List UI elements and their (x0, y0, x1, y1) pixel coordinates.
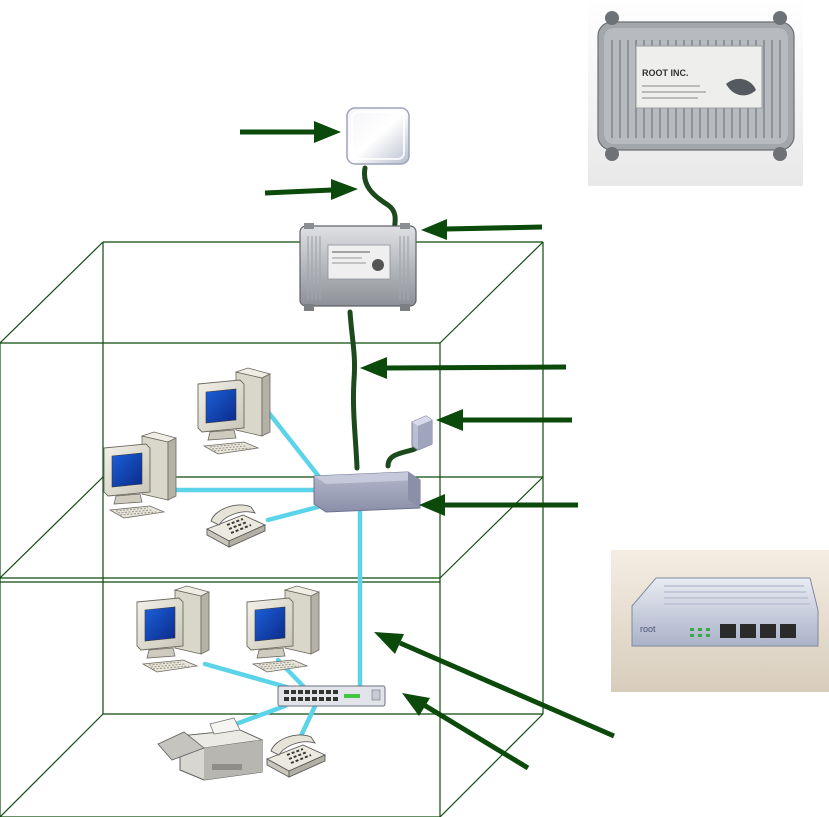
arrow-outdoor-unit (421, 219, 542, 240)
arrow-adapter (436, 409, 572, 431)
arrow-indoor-box (419, 494, 578, 516)
fax-icon (158, 718, 262, 780)
photo-bottom-brand: root (640, 624, 656, 634)
outdoor-unit-icon (300, 223, 416, 311)
phone-icon (267, 735, 325, 777)
phone-icon (207, 505, 265, 547)
arrow-rack-switch (402, 693, 528, 768)
arrow-ethernet (374, 632, 614, 736)
building-wireframe (0, 242, 543, 817)
photo-outdoor-unit: ROOT INC. (588, 0, 803, 186)
coax-cables (350, 168, 422, 468)
computer-icon (137, 586, 209, 672)
computer-icon (247, 586, 319, 672)
arrow-coax (360, 357, 566, 379)
antenna-icon (347, 108, 409, 164)
photo-top-brand: ROOT INC. (642, 68, 689, 78)
arrow-antenna (240, 121, 341, 143)
power-adapter-icon (412, 416, 432, 450)
rack-switch-icon (278, 686, 385, 706)
indoor-switch-box-icon (314, 472, 420, 512)
computer-icon (198, 368, 270, 454)
computer-icon (104, 432, 176, 518)
photo-indoor-modem: root (611, 550, 829, 692)
arrow-cable-top (265, 179, 358, 200)
